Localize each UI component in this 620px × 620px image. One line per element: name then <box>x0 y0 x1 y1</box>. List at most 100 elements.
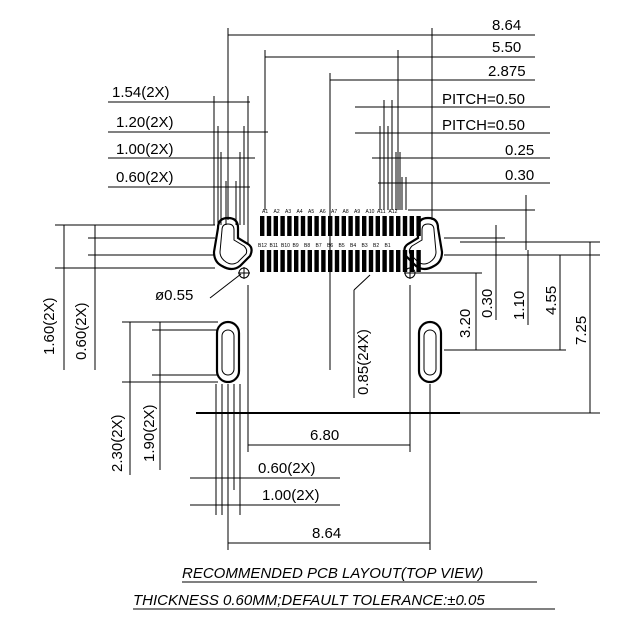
dim-pad-offset: 0.25 <box>505 142 534 159</box>
bottom-pad-row <box>260 250 421 272</box>
bottom-pad <box>334 250 340 272</box>
bottom-pad <box>307 250 312 272</box>
dim-right-455: 4.55 <box>543 286 560 315</box>
top-pad <box>328 216 333 236</box>
dim-top-inner: 5.50 <box>492 39 521 56</box>
top-pad <box>362 216 367 236</box>
dim-left-100: 1.00(2X) <box>116 141 174 158</box>
bottom-pad <box>396 250 401 272</box>
dim-bottom-680: 6.80 <box>310 427 339 444</box>
top-pad <box>409 216 414 236</box>
dim-hole-dia: ø0.55 <box>155 287 193 304</box>
bottom-pad <box>300 250 306 272</box>
dim-vert-230: 2.30(2X) <box>109 414 126 472</box>
dim-right-110: 1.10 <box>511 291 528 320</box>
dim-left-120: 1.20(2X) <box>116 114 174 131</box>
pin-label-bottom: B9 <box>293 243 299 249</box>
left-slot-pad <box>215 320 241 384</box>
pin-label-top: A10 <box>366 209 375 215</box>
pin-label-top: A7 <box>331 209 337 215</box>
pin-label-top: A5 <box>308 209 314 215</box>
dim-pad-width: 0.30 <box>505 167 534 184</box>
right-dimensions: 3.20 0.30 1.10 4.55 7.25 <box>408 195 600 414</box>
bottom-pad <box>368 250 374 272</box>
pin-label-bottom: B1 <box>385 243 391 249</box>
bottom-pad <box>273 250 278 272</box>
top-pad <box>341 216 346 236</box>
bottom-pad <box>260 250 265 272</box>
pin-label-top: A1 <box>262 209 268 215</box>
dim-top-half: 2.875 <box>488 63 526 80</box>
dim-pad-length: 0.85(24X) <box>355 329 372 395</box>
top-pad <box>314 216 319 236</box>
top-pad <box>273 216 278 236</box>
dim-right-725: 7.25 <box>573 316 590 345</box>
top-pad <box>375 216 380 236</box>
top-dimensions: 8.64 5.50 2.875 PITCH=0.50 PITCH=0.50 0.… <box>227 17 550 370</box>
pin-label-bottom: B7 <box>316 243 322 249</box>
pin-label-top: A9 <box>354 209 360 215</box>
top-pad <box>280 216 285 236</box>
caption-title: RECOMMENDED PCB LAYOUT(TOP VIEW) <box>182 565 483 582</box>
dim-right-030: 0.30 <box>479 289 496 318</box>
pin-label-top: A11 <box>377 209 386 215</box>
left-hole <box>238 267 250 279</box>
bottom-pad <box>321 250 326 272</box>
top-pad <box>355 216 360 236</box>
pin-label-top: A6 <box>320 209 326 215</box>
dim-bottom-overall: 8.64 <box>312 525 341 542</box>
bottom-pad <box>375 250 380 272</box>
pin-label-bottom: B3 <box>362 243 368 249</box>
top-pad <box>348 216 353 236</box>
dim-left-154: 1.54(2X) <box>112 84 170 101</box>
bottom-pad <box>266 250 272 272</box>
dim-right-320: 3.20 <box>457 309 474 338</box>
caption: RECOMMENDED PCB LAYOUT(TOP VIEW) THICKNE… <box>133 565 555 610</box>
pin-label-bottom: B10 <box>281 243 290 249</box>
top-pad <box>389 216 394 236</box>
top-pad <box>294 216 299 236</box>
left-vertical-dimensions: 1.60(2X) 0.60(2X) ø0.55 <box>41 224 242 370</box>
pin-label-bottom: B2 <box>373 243 379 249</box>
top-pad <box>402 216 408 236</box>
dim-vert-190: 1.90(2X) <box>141 404 158 462</box>
dim-pitch-a: PITCH=0.50 <box>442 91 525 108</box>
pin-label-bottom: B12 <box>258 243 267 249</box>
pin-label-bottom: B5 <box>339 243 345 249</box>
pin-label-top: A12 <box>389 209 398 215</box>
bottom-pad <box>294 250 299 272</box>
left-shield-pad <box>212 216 253 271</box>
dim-left-060: 0.60(2X) <box>116 169 174 186</box>
bottom-pad <box>341 250 346 272</box>
top-pad <box>334 216 340 236</box>
dim-bottom-100: 1.00(2X) <box>262 487 320 504</box>
bottom-dimensions: 6.80 0.60(2X) 1.00(2X) 8.64 <box>190 285 431 550</box>
bottom-pad <box>389 250 394 272</box>
dim-top-overall: 8.64 <box>492 17 521 34</box>
dim-vert-060: 0.60(2X) <box>73 302 90 360</box>
bottom-pad <box>355 250 360 272</box>
pin-label-bottom: B6 <box>327 243 333 249</box>
top-pad <box>260 216 265 236</box>
bottom-pad <box>328 250 333 272</box>
bottom-pad <box>348 250 353 272</box>
top-pad <box>368 216 374 236</box>
top-pad <box>307 216 312 236</box>
pin-label-bottom: B4 <box>350 243 356 249</box>
pin-label-top: A8 <box>343 209 349 215</box>
bottom-pad <box>287 250 292 272</box>
bottom-pad <box>416 250 421 272</box>
bottom-pad <box>362 250 367 272</box>
pin-label-bottom: B8 <box>304 243 310 249</box>
top-pad <box>382 216 387 236</box>
right-slot-pad <box>417 320 443 384</box>
top-pad <box>300 216 306 236</box>
dim-vert-160: 1.60(2X) <box>41 297 58 355</box>
pin-label-top: A4 <box>297 209 303 215</box>
right-shield-pad <box>403 216 444 271</box>
top-pad <box>396 216 401 236</box>
caption-subtitle: THICKNESS 0.60MM;DEFAULT TOLERANCE:±0.05 <box>133 592 485 609</box>
